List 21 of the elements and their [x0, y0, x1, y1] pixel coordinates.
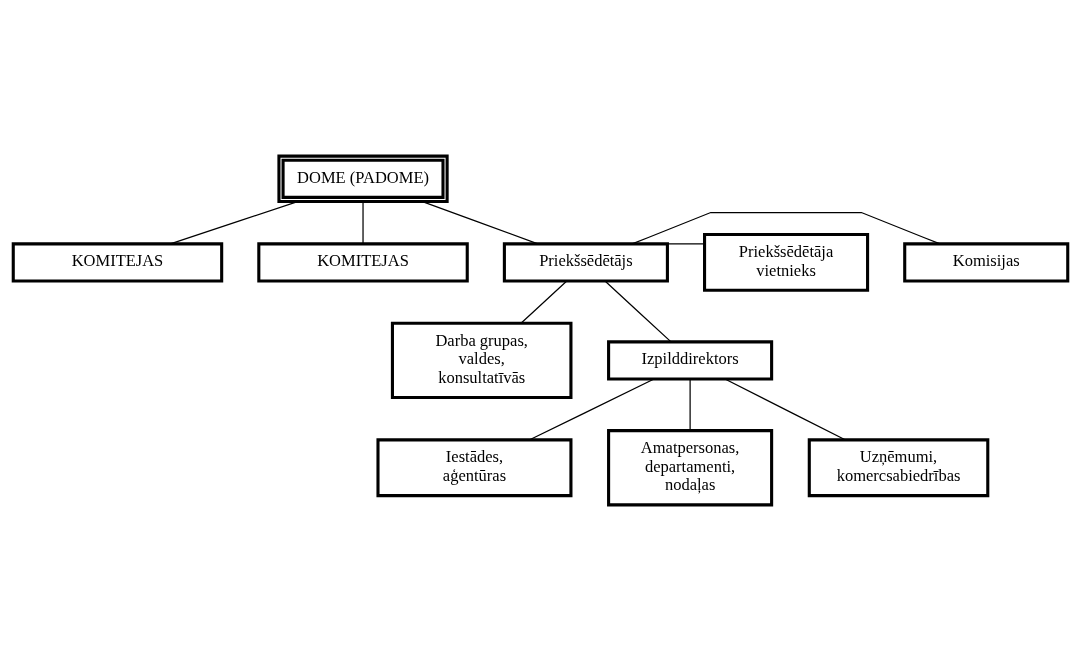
connector	[632, 211, 940, 245]
node-box: Izpilddirektors	[607, 340, 774, 381]
connector	[520, 280, 568, 324]
connector	[724, 378, 846, 441]
connector	[421, 201, 539, 245]
node-box: Komisijas	[903, 242, 1070, 283]
node-box: KOMITEJAS	[257, 242, 469, 283]
node-box: Darba grupas, valdes, konsultatīvās	[390, 321, 573, 400]
node-box: Priekšsēdētājs	[502, 242, 669, 283]
node-box: Iestādes, aģentūras	[376, 438, 573, 498]
connector	[362, 201, 364, 245]
node-box: Amatpersonas, departamenti, nodaļas	[607, 429, 774, 507]
node-box: Uzņēmumi, komercsabiedrības	[807, 438, 990, 498]
connector	[666, 243, 705, 245]
node-box: KOMITEJAS	[11, 242, 224, 283]
connector	[529, 378, 655, 441]
connector	[604, 280, 672, 343]
connector	[689, 378, 691, 431]
connector	[169, 201, 299, 245]
node-box: DOME (PADOME)	[277, 154, 449, 204]
node-box: Priekšsēdētāja vietnieks	[703, 233, 870, 292]
